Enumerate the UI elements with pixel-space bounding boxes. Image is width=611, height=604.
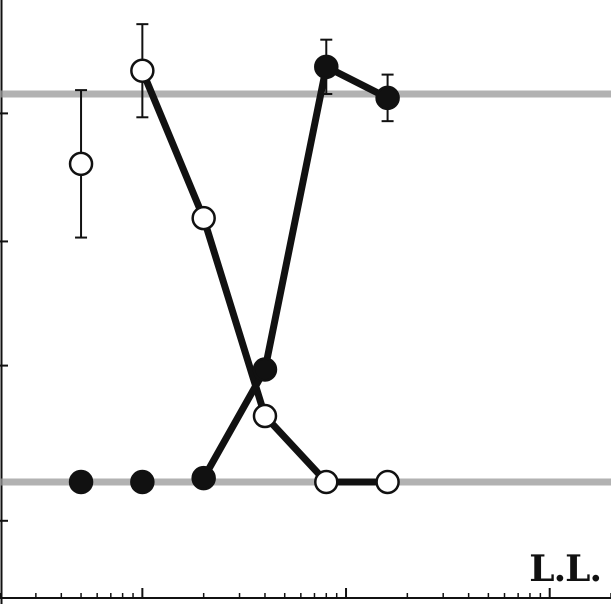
chart-annotation: L.L. (529, 548, 602, 590)
filled-data-point (252, 357, 278, 382)
filled-data-point (68, 469, 94, 495)
error-bars (75, 23, 394, 239)
series-line-1 (200, 63, 390, 480)
filled-data-point (130, 469, 155, 495)
reference-lines (0, 90, 611, 486)
open-data-point (130, 58, 155, 83)
open-data-point (68, 151, 94, 177)
filled-data-point (191, 465, 216, 491)
open-data-point (252, 403, 278, 429)
open-data-point (191, 205, 216, 231)
open-data-point (314, 469, 339, 495)
filled-data-point (314, 54, 339, 80)
open-data-point (375, 469, 400, 495)
filled-data-point (375, 85, 400, 111)
data-points (68, 54, 400, 495)
